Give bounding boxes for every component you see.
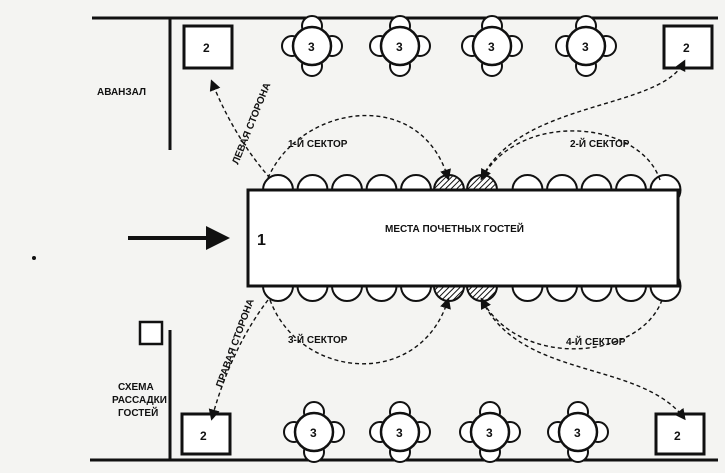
sector-2-label: 2-Й СЕКТОР xyxy=(570,137,630,150)
corner-table-number: 2 xyxy=(200,429,207,443)
arrow-sector-4 xyxy=(481,299,686,421)
head-table-rect xyxy=(246,188,680,288)
arrow-sector-4-seat xyxy=(480,297,663,350)
round-tables: 3 3 3 3 3 3 3 3 xyxy=(281,15,617,463)
legend-square xyxy=(138,320,164,346)
corner-table-bottom-left: 2 xyxy=(180,412,232,456)
round-table-number: 3 xyxy=(396,40,403,54)
corner-table-bottom-right: 2 xyxy=(654,412,706,456)
round-table-number: 3 xyxy=(582,40,589,54)
arrow-left-side xyxy=(209,79,271,179)
right-side-label: ПРАВАЯ СТОРОНА xyxy=(214,297,256,389)
round-table-top-row: 3 xyxy=(461,15,523,77)
arrow-sector-2-seat xyxy=(480,130,661,181)
head-table-number: 1 xyxy=(257,232,266,249)
flow-arrows xyxy=(208,59,686,421)
round-table-bottom-row: 3 xyxy=(283,401,345,463)
head-table: 1 МЕСТА ПОЧЕТНЫХ ГОСТЕЙ xyxy=(246,188,680,288)
sector-1-label: 1-Й СЕКТОР xyxy=(288,137,348,150)
round-table-number: 3 xyxy=(488,40,495,54)
corner-table-top-right: 2 xyxy=(662,24,714,70)
sector-4-label: 4-Й СЕКТОР xyxy=(566,335,626,348)
round-table-top xyxy=(469,411,511,453)
round-table-top xyxy=(379,411,421,453)
stray-dot xyxy=(32,256,36,260)
vestibule-label: АВАНЗАЛ xyxy=(97,87,146,98)
round-table-number: 3 xyxy=(308,40,315,54)
sector-3-label: 3-Й СЕКТОР xyxy=(288,333,348,346)
round-table-number: 3 xyxy=(310,426,317,440)
round-table-bottom-row: 3 xyxy=(547,401,609,463)
round-table-top xyxy=(557,411,599,453)
arrow-sector-3 xyxy=(269,297,451,365)
round-table-number: 3 xyxy=(396,426,403,440)
round-table-top-row: 3 xyxy=(555,15,617,77)
left-side-label: ЛЕВАЯ СТОРОНА xyxy=(231,81,274,166)
round-table-top xyxy=(471,25,513,67)
head-table-label: МЕСТА ПОЧЕТНЫХ ГОСТЕЙ xyxy=(385,222,524,235)
round-table-top xyxy=(291,25,333,67)
round-table-number: 3 xyxy=(486,426,493,440)
corner-tables: 2 2 2 2 xyxy=(180,24,714,456)
arrow-sector-2 xyxy=(481,59,686,179)
corner-table-number: 2 xyxy=(674,429,681,443)
scheme-label-line1: СХЕМА xyxy=(118,382,154,393)
round-table-top xyxy=(379,25,421,67)
arrow-right-side xyxy=(208,299,269,421)
scheme-label-line2: РАССАДКИ xyxy=(112,395,167,406)
round-table-bottom-row: 3 xyxy=(369,401,431,463)
round-table-top xyxy=(293,411,335,453)
round-table-bottom-row: 3 xyxy=(459,401,521,463)
round-table-number: 3 xyxy=(574,426,581,440)
corner-table-number: 2 xyxy=(203,41,210,55)
corner-table-top-left: 2 xyxy=(182,24,234,70)
round-table-top-row: 3 xyxy=(369,15,431,77)
scheme-label-line3: ГОСТЕЙ xyxy=(118,406,158,419)
round-table-top-row: 3 xyxy=(281,15,343,77)
arrow-sector-1 xyxy=(267,114,451,181)
round-table-top xyxy=(565,25,607,67)
corner-table-number: 2 xyxy=(683,41,690,55)
